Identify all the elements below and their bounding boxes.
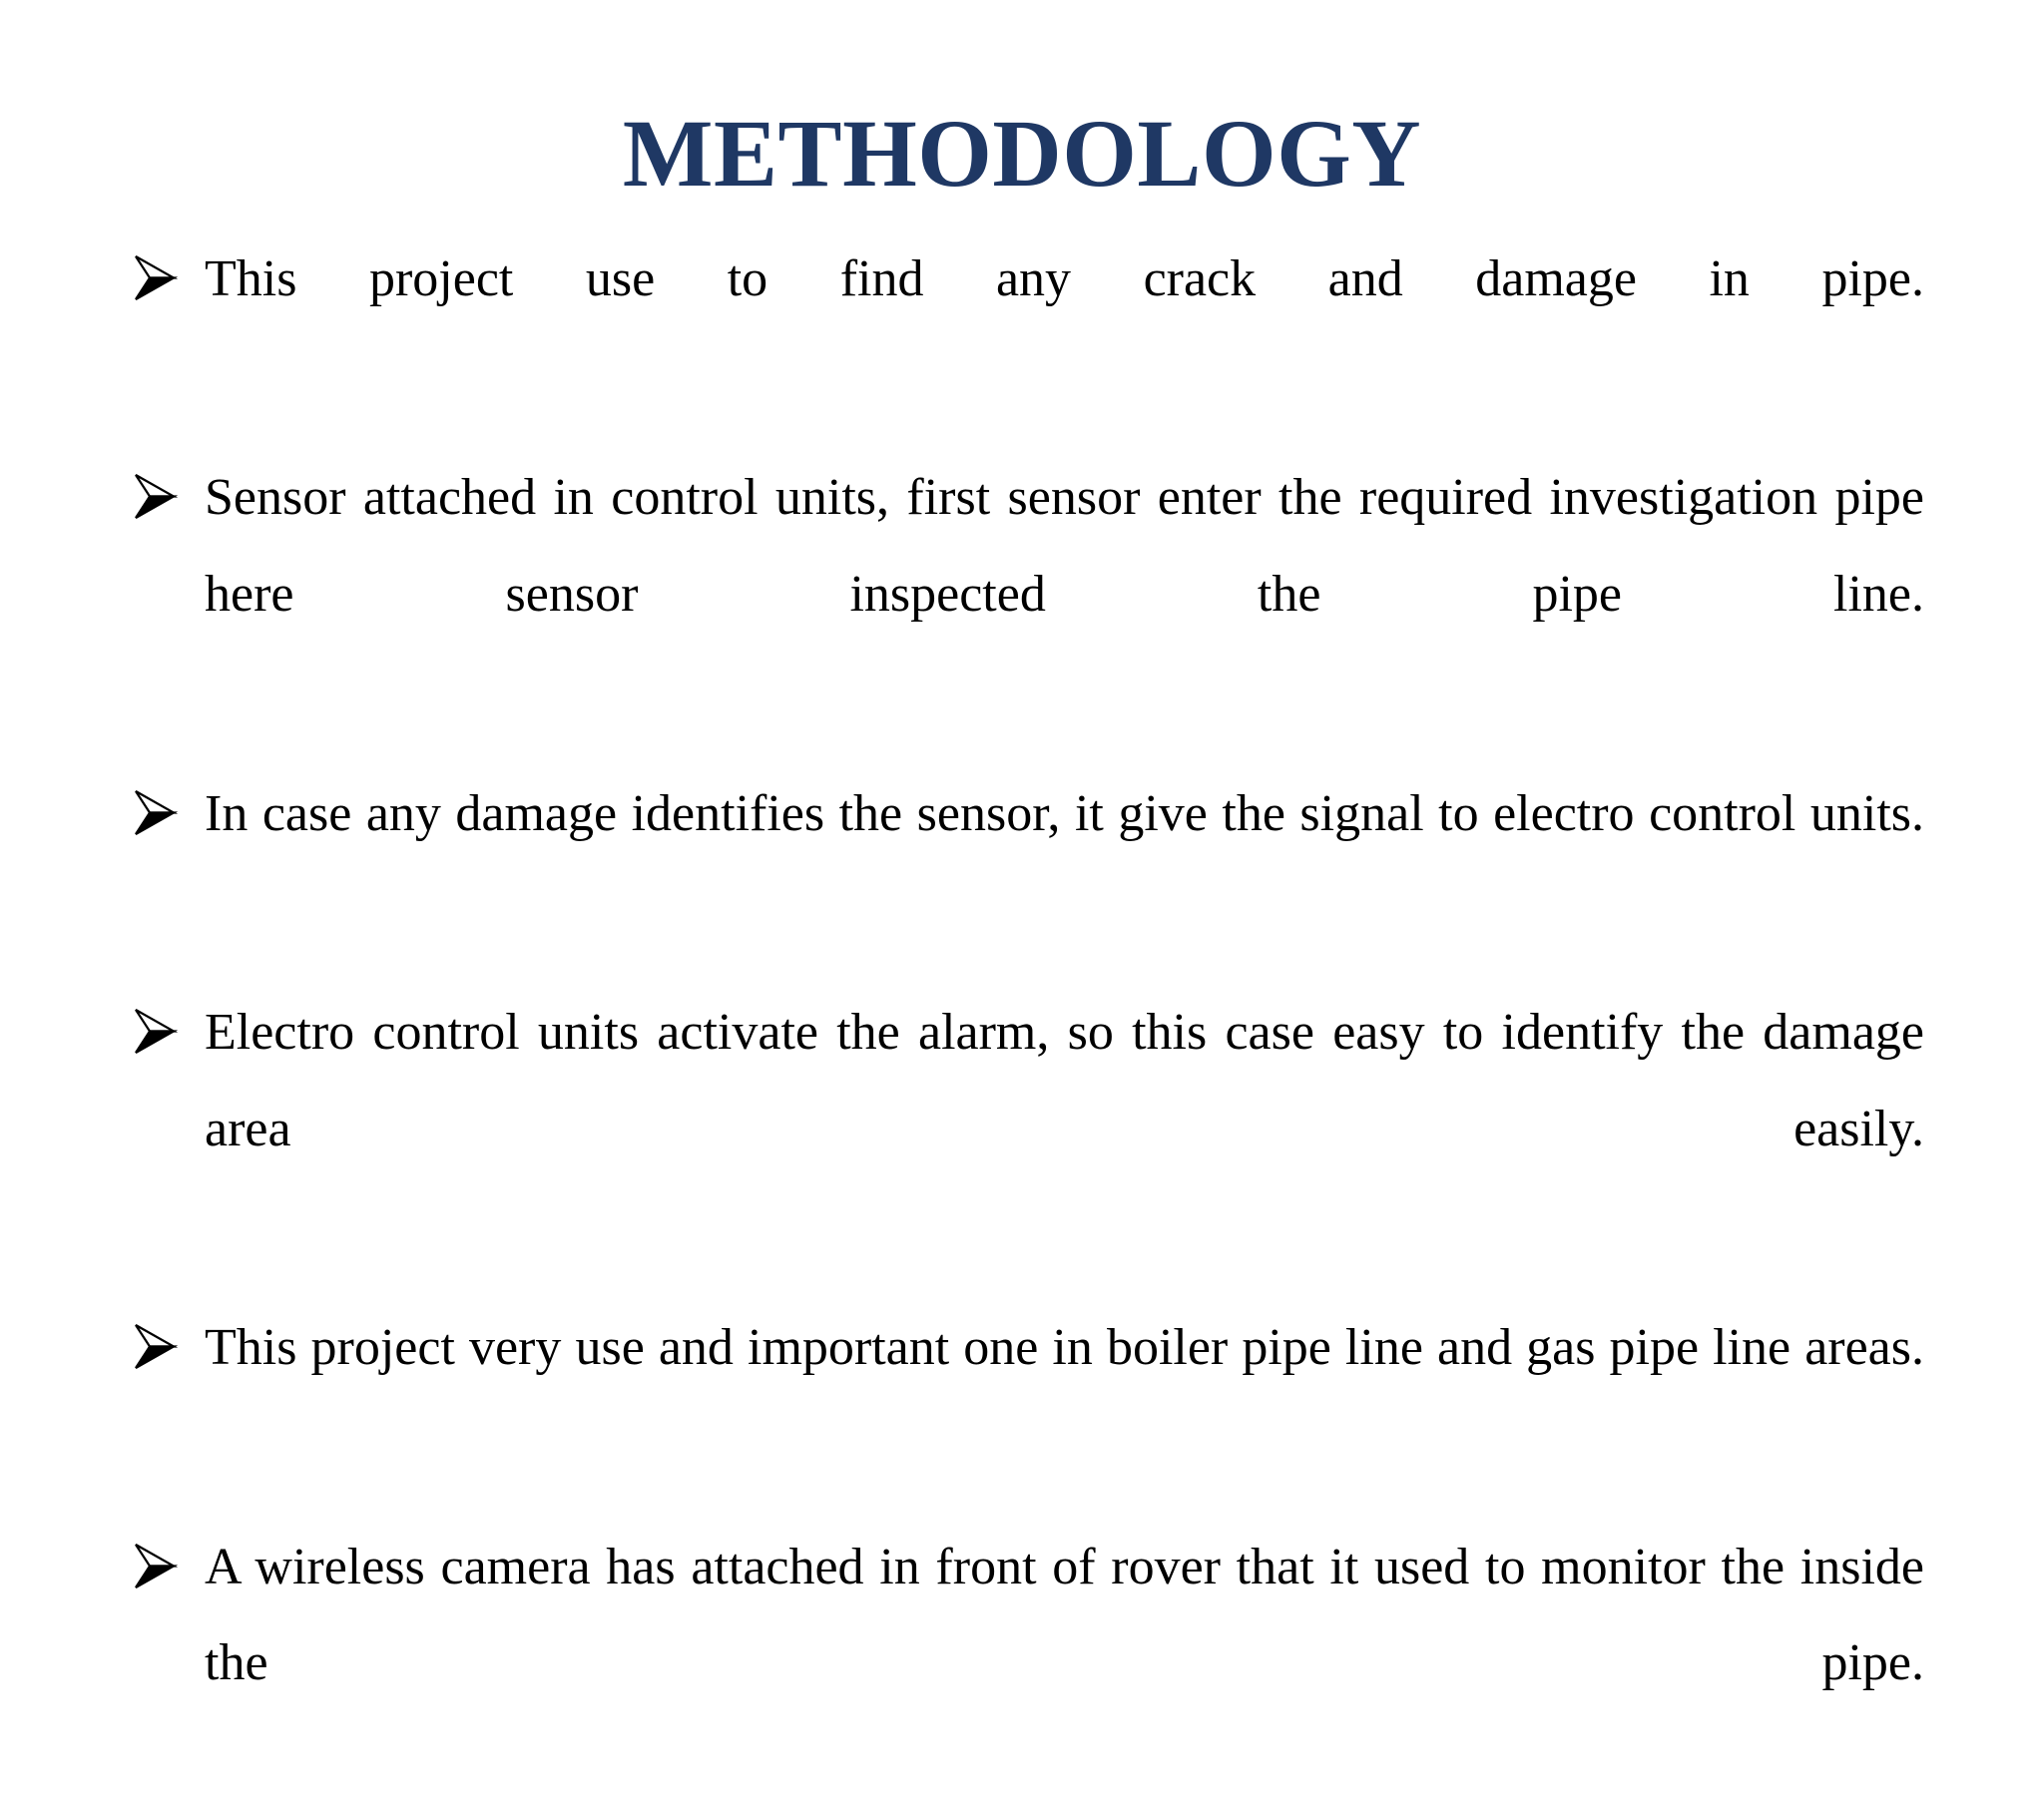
bullet-text: Electro control units activate the alarm… [205, 1004, 1924, 1157]
bullet-item: A wireless camera has attached in front … [128, 1520, 1924, 1809]
arrowhead-bullet-icon [128, 1540, 182, 1593]
bullet-item: This project use to find any crack and d… [128, 231, 1924, 424]
bullet-item: In case any damage identifies the sensor… [128, 766, 1924, 959]
bullet-text: In case any damage identifies the sensor… [205, 784, 1924, 842]
arrowhead-bullet-icon [128, 1320, 182, 1374]
arrowhead-bullet-icon [128, 786, 182, 840]
slide-title: METHODOLOGY [622, 100, 1422, 208]
arrowhead-bullet-icon [128, 251, 182, 305]
bullet-text: This project use to find any crack and d… [205, 250, 1924, 307]
bullet-text: A wireless camera has attached in front … [205, 1538, 1924, 1692]
bullet-text: Sensor attached in control units, first … [205, 469, 1924, 624]
bullet-item: Sensor attached in control units, first … [128, 450, 1924, 739]
methodology-bullet-list: This project use to find any crack and d… [128, 231, 1924, 1809]
arrowhead-bullet-icon [128, 1005, 182, 1059]
bullet-item: Electro control units activate the alarm… [128, 985, 1924, 1274]
presentation-slide: METHODOLOGY This project use to find any… [135, 100, 1924, 1692]
bullet-item: This project very use and important one … [128, 1300, 1924, 1493]
arrowhead-bullet-icon [128, 470, 182, 524]
bullet-text: This project very use and important one … [205, 1319, 1924, 1377]
